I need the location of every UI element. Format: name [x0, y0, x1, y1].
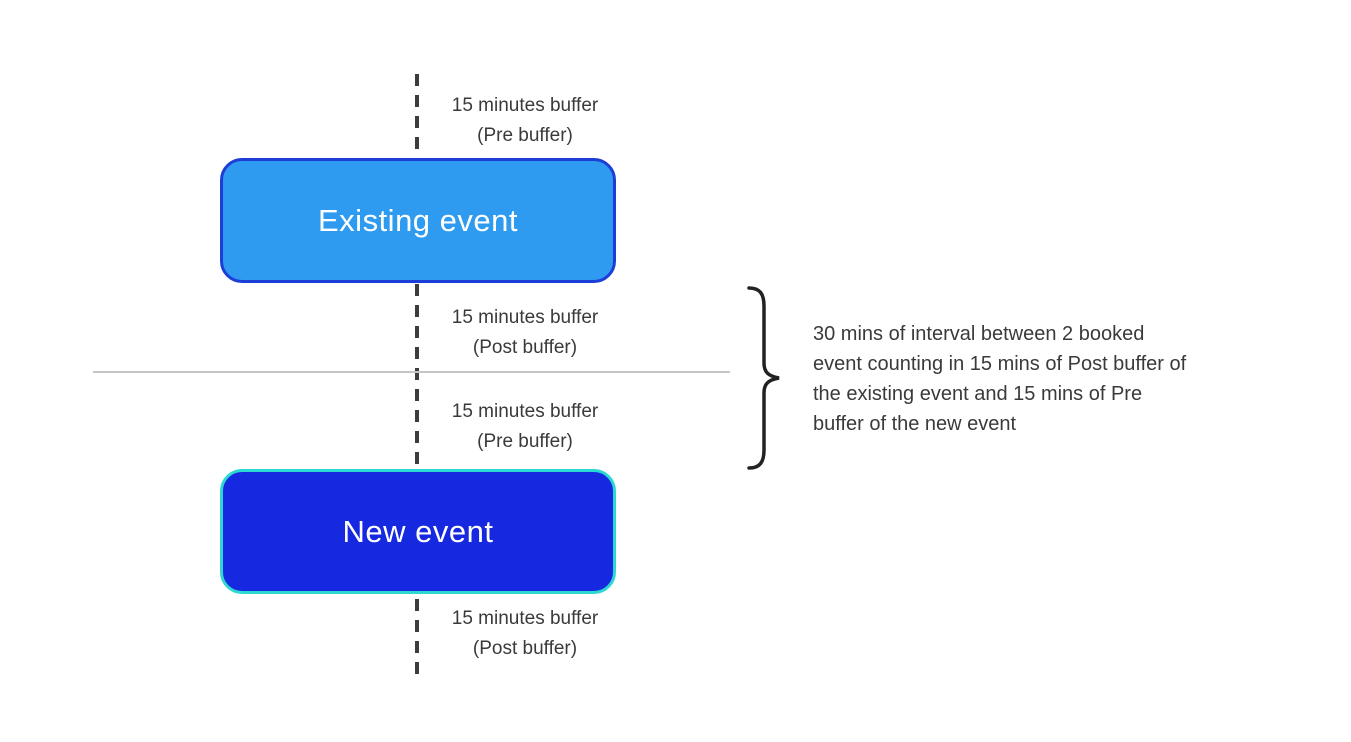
timeline-dashed-line: [415, 74, 419, 677]
new-event-label: New event: [342, 513, 494, 549]
buffer-type-text: (Post buffer): [472, 638, 578, 659]
buffer-duration-text: 15 minutes buffer: [451, 95, 599, 116]
booking-divider-line: [93, 371, 730, 373]
buffer-type-text: (Pre buffer): [477, 125, 573, 146]
interval-annotation-text: 30 mins of interval between 2 booked eve…: [813, 323, 1187, 435]
post-buffer-new-label: 15 minutes buffer (Post buffer): [405, 604, 645, 664]
pre-buffer-existing-label: 15 minutes buffer (Pre buffer): [405, 91, 645, 151]
buffer-type-text: (Post buffer): [472, 337, 578, 358]
buffer-duration-text: 15 minutes buffer: [451, 608, 599, 629]
existing-event-box: Existing event: [220, 158, 616, 283]
buffer-type-text: (Pre buffer): [477, 431, 573, 452]
buffer-duration-text: 15 minutes buffer: [451, 401, 599, 422]
new-event-box: New event: [220, 469, 616, 594]
curly-brace-icon: [747, 286, 780, 470]
post-buffer-existing-label: 15 minutes buffer (Post buffer): [405, 303, 645, 363]
existing-event-label: Existing event: [318, 202, 518, 238]
pre-buffer-new-label: 15 minutes buffer (Pre buffer): [405, 397, 645, 457]
buffer-duration-text: 15 minutes buffer: [451, 307, 599, 328]
curly-brace-path: [747, 286, 780, 470]
